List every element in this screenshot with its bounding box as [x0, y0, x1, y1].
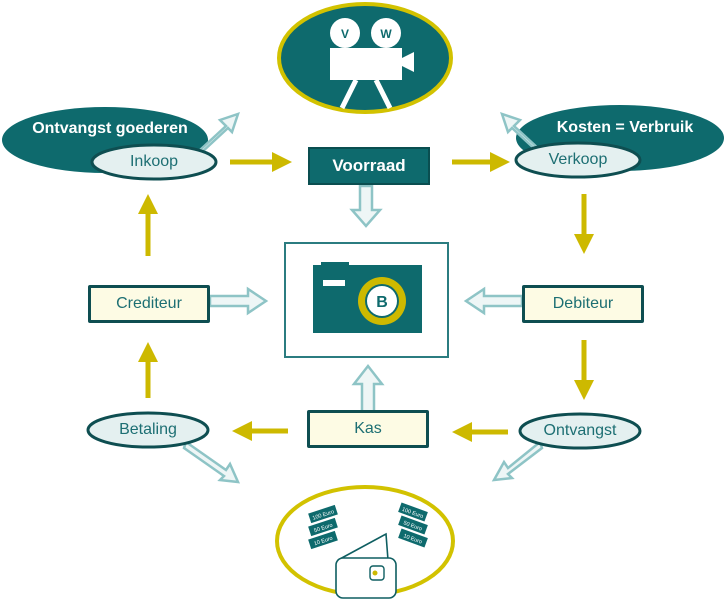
debiteur-label: Debiteur — [552, 295, 614, 312]
hollow-arrow-ontvangst — [491, 439, 544, 482]
kas-box: Kas — [307, 410, 429, 448]
ontvangst-oval — [518, 412, 642, 450]
photo-camera-icon: B — [284, 242, 449, 358]
crediteur-box: Crediteur — [88, 285, 210, 323]
kosten-verbruik-label: Kosten = Verbruik — [556, 119, 694, 136]
hollow-arrow-kas — [351, 363, 385, 414]
banknote: 10 Euro — [308, 530, 338, 550]
lens-label: B — [376, 294, 388, 311]
betaling-label: Betaling — [119, 421, 177, 438]
reel-right-label: W — [380, 27, 392, 41]
hollow-arrow-inkoop — [198, 112, 240, 154]
hollow-arrow-voorraad — [349, 184, 383, 228]
debiteur-box: Debiteur — [522, 285, 644, 323]
ontvangst-label: Ontvangst — [543, 422, 617, 439]
banknote: 50 Euro — [308, 517, 338, 537]
film-camera-icon: V W — [277, 2, 453, 114]
verkoop-label: Verkoop — [548, 151, 608, 168]
hollow-arrow-betaling — [182, 440, 241, 484]
voorraad-box: Voorraad — [308, 147, 430, 185]
yellow-arrows — [138, 152, 594, 442]
banknote-label: 50 Euro — [313, 523, 333, 535]
hollow-arrow-debiteur — [463, 286, 524, 316]
banknote-label: 10 Euro — [313, 536, 333, 548]
kas-label: Kas — [354, 420, 382, 437]
inkoop-oval — [90, 143, 218, 181]
inkoop-label: Inkoop — [129, 153, 179, 170]
hollow-arrows — [182, 112, 544, 484]
voorraad-label: Voorraad — [332, 156, 406, 175]
hollow-arrow-crediteur — [208, 286, 269, 316]
verkoop-oval — [514, 141, 642, 179]
ontvangst-goederen-label: Ontvangst goederen — [32, 120, 188, 137]
betaling-oval — [86, 411, 210, 449]
crediteur-label: Crediteur — [116, 295, 182, 312]
reel-left-label: V — [341, 27, 349, 41]
